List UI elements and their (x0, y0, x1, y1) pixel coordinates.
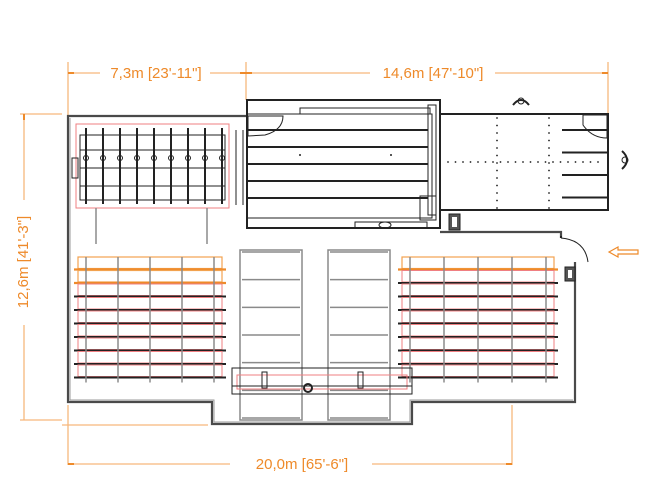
loading-roller (202, 155, 208, 161)
loading-roller (117, 155, 123, 161)
grid-dot (567, 161, 569, 163)
grid-dot (462, 161, 464, 163)
grid-dot (548, 162, 550, 164)
dimension-label-bottom: 20,0m [65'-6"] (256, 456, 348, 473)
grid-dot (496, 192, 498, 194)
grid-dot (537, 161, 539, 163)
dimension-top-right: 14,6m [47'-10"] (252, 62, 609, 120)
breakout-table (439, 113, 609, 211)
grid-dot (492, 161, 494, 163)
loading-roller (134, 155, 140, 161)
control-cabinet-icon (448, 213, 461, 231)
dimension-top-left: 7,3m [23'-11"] (67, 62, 252, 115)
loading-station (71, 123, 244, 244)
grid-dot (496, 199, 498, 202)
loading-roller (168, 155, 174, 161)
cutting-marker (390, 154, 392, 156)
grid-dot (496, 132, 498, 134)
operator-icon (621, 150, 629, 170)
loading-roller (100, 155, 106, 161)
grid-dot (447, 161, 449, 163)
door-swing (560, 237, 589, 263)
grid-dot (548, 139, 550, 142)
grid-dot (507, 161, 509, 163)
grid-dot (582, 161, 584, 163)
grid-dot (484, 161, 487, 163)
grid-dot (574, 161, 577, 163)
grid-dot (559, 161, 562, 163)
grid-dot (548, 124, 550, 127)
grid-dot (548, 207, 550, 209)
building-walls (66, 114, 589, 426)
grid-dot (548, 117, 550, 119)
loading-roller (151, 155, 157, 161)
transfer-table (327, 249, 391, 421)
transfer-tables (239, 249, 391, 421)
grid-dot (514, 161, 517, 163)
grid-dot (496, 117, 498, 119)
grid-dot (496, 139, 498, 142)
grid-dot (469, 161, 472, 163)
bottom-conveyor (231, 367, 413, 395)
grid-dot (529, 161, 532, 163)
grid-dot (496, 162, 498, 164)
grid-dot (496, 147, 498, 149)
grid-dot (548, 192, 550, 194)
dimension-label-top-right: 14,6m [47'-10"] (383, 65, 484, 82)
grid-dot (548, 147, 550, 149)
storage-racks-left (74, 256, 226, 383)
loading-roller (185, 155, 191, 161)
grid-dot (548, 184, 550, 187)
dimension-bottom: 20,0m [65'-6"] (62, 405, 513, 473)
grid-dot (589, 161, 592, 163)
grid-dot (548, 199, 550, 202)
grid-dot (548, 154, 550, 157)
grid-dot (548, 169, 550, 172)
arrow-left-icon (607, 245, 639, 259)
grid-dot (477, 161, 479, 163)
cutting-table (246, 99, 441, 229)
cutting-marker (299, 154, 301, 156)
loading-roller (219, 155, 225, 161)
grid-dot (496, 207, 498, 209)
grid-dot (499, 161, 502, 163)
grid-dot (496, 169, 498, 172)
dimension-label-top-left: 7,3m [23'-11"] (110, 65, 201, 82)
dimension-label-left: 12,6m [41'-3"] (15, 216, 32, 308)
storage-racks-right (398, 256, 558, 383)
grid-dot (496, 177, 498, 179)
grid-dot (552, 161, 554, 163)
grid-dot (522, 161, 524, 163)
loading-roller (83, 155, 89, 161)
grid-dot (548, 177, 550, 179)
dimension-left: 12,6m [41'-3"] (15, 113, 62, 421)
grid-dot (454, 161, 457, 163)
grid-dot (496, 184, 498, 187)
grid-dot (548, 132, 550, 134)
control-cabinet-icon (564, 266, 576, 282)
grid-dot (496, 124, 498, 127)
grid-dot (496, 154, 498, 157)
grid-dot (544, 161, 547, 163)
operator-icon (512, 97, 530, 106)
transfer-table (239, 249, 303, 421)
grid-dot (597, 161, 599, 163)
